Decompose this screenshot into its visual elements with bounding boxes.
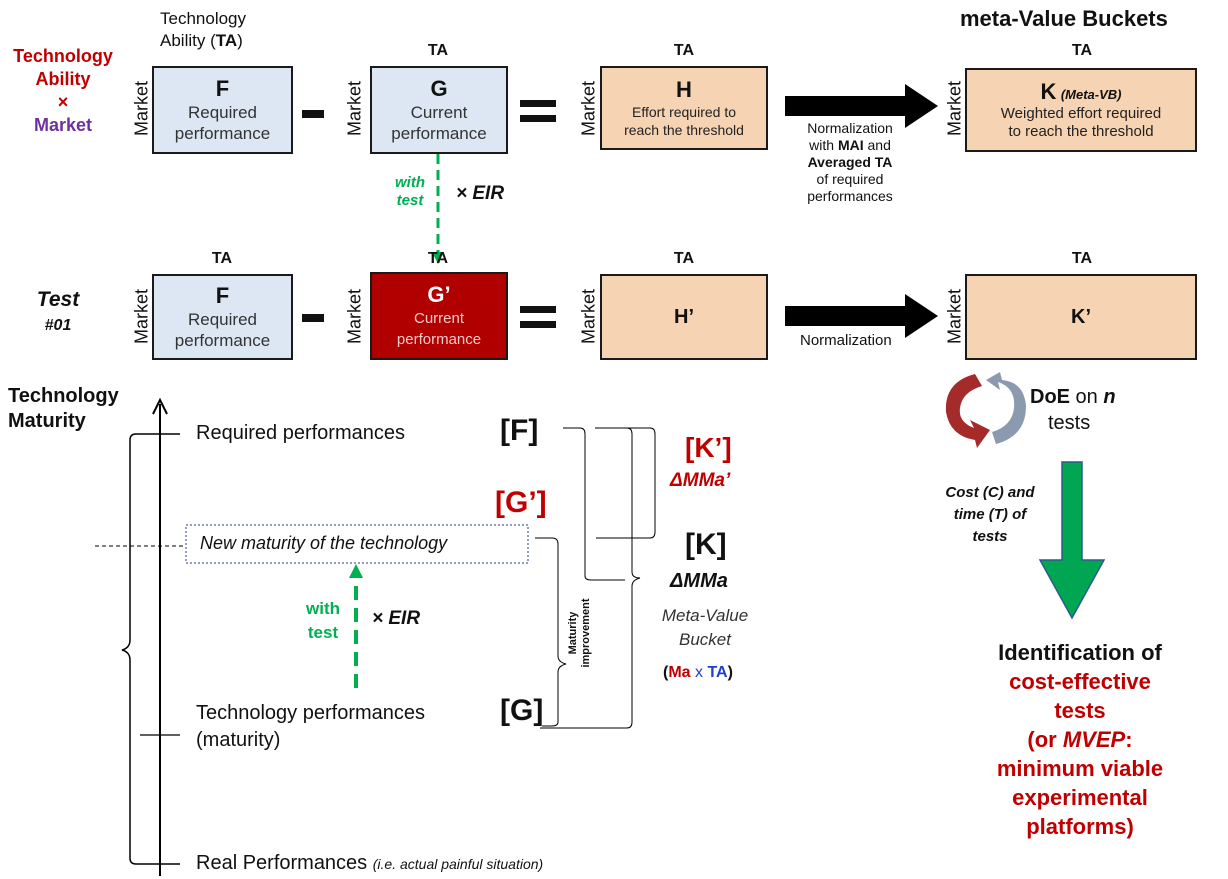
ta-caption-line2: Ability (TA) [160, 31, 243, 50]
norm-line4: of required [816, 171, 884, 187]
ta-label-g2: TA [427, 250, 449, 267]
box-f-letter: F [215, 76, 230, 101]
eir-bottom: × EIR [372, 608, 421, 629]
green-arrowhead-top [432, 252, 444, 264]
norm-line2: with MAI and [809, 137, 891, 153]
f-bracket-label: [F] [500, 414, 539, 447]
arrow-h2-to-k2 [785, 294, 938, 338]
ta-caption-line1: Technology [160, 9, 247, 28]
bucket-title: meta-Value Buckets [960, 6, 1168, 31]
box-h-letter: H [676, 77, 692, 102]
market-label-f2: Market [131, 289, 152, 345]
new-maturity-box [185, 524, 529, 564]
minus-sign [302, 110, 324, 118]
equals-sign-2 [520, 306, 556, 336]
box-k-text2: to reach the threshold [1008, 123, 1154, 140]
norm-line3: Averaged TA [807, 154, 893, 170]
label-times: × [57, 92, 69, 112]
label-ability: Ability [35, 69, 91, 89]
tech-performances: Technology performances (maturity) [196, 702, 426, 751]
box-g: G Current performance [370, 66, 508, 154]
box-f-text1: Required [188, 103, 257, 122]
new-maturity-label: New maturity of the technology [200, 533, 448, 553]
k-prime-label: [K’] [685, 432, 732, 463]
green-arrowhead-bottom [349, 564, 363, 578]
k-label: [K] [685, 528, 727, 561]
minus-sign-2 [302, 314, 324, 322]
norm-label-2: Normalization [800, 332, 892, 349]
box-f: F Required performance [152, 66, 293, 154]
box-g-text1: Current [410, 103, 468, 122]
g-prime-bracket-label: [G’] [495, 486, 547, 519]
ta-caption: Technology Ability (TA) [160, 8, 246, 52]
box-h2: H’ [600, 274, 768, 360]
ta-label-g: TA [427, 42, 449, 59]
market-label-g: Market [344, 81, 365, 137]
norm-line1: Normalization [807, 120, 893, 136]
ta-label-f2: TA [211, 250, 233, 267]
identification-label: Identification of cost-effective tests (… [996, 640, 1164, 839]
label-market: Market [33, 115, 93, 135]
box-f2: F Required performance [152, 274, 293, 360]
ta-label-k2: TA [1071, 250, 1093, 267]
market-label-h: Market [578, 81, 599, 137]
real-performances: Real Performances (i.e. actual painful s… [196, 852, 544, 874]
ta-label-h2: TA [673, 250, 695, 267]
box-h-text1: Effort required to [631, 104, 737, 120]
ma-ta-label: (Ma x TA) [663, 664, 733, 681]
big-green-arrow [1038, 461, 1106, 620]
box-f-text2: performance [174, 124, 271, 143]
label-technology: Technology [13, 46, 113, 66]
box-h-text2: reach the threshold [624, 122, 744, 138]
g-bracket-label: [G] [500, 694, 544, 727]
row2-left-label: Test #01 [36, 288, 80, 334]
box-g2: G’ Current performance [370, 272, 508, 360]
required-performances: Required performances [196, 422, 405, 444]
maturity-improvement-label: Maturity improvement [567, 598, 592, 668]
ta-label-k: TA [1071, 42, 1093, 59]
market-label-k: Market [944, 81, 965, 137]
dmma-label: ΔMMa [670, 570, 728, 592]
box-h: H Effort required to reach the threshold [600, 66, 768, 150]
box-g-text2: performance [391, 124, 487, 143]
box-k-title: K (Meta-VB) [1040, 79, 1122, 104]
norm-label: Normalization with MAI and Averaged TA o… [780, 120, 920, 205]
ta-label-h: TA [673, 42, 695, 59]
box-k-text1: Weighted effort required [1000, 105, 1162, 122]
axis-title: Technology Maturity [8, 385, 119, 432]
arrow-h-to-k [785, 84, 938, 128]
box-k2: K’ [965, 274, 1197, 360]
mvb-label: Meta-Value Bucket [661, 606, 749, 649]
market-label-f: Market [131, 81, 152, 137]
market-label-h2: Market [578, 289, 599, 345]
row1-left-label: Technology Ability × Market [0, 45, 126, 137]
cycle-red-arrow [945, 374, 990, 448]
left-brace [121, 433, 148, 865]
market-label-k2: Market [944, 289, 965, 345]
equals-sign [520, 100, 556, 130]
box-k: K (Meta-VB) Weighted effort required to … [965, 68, 1197, 152]
cycle-blue-arrow [986, 372, 1026, 444]
market-label-g2: Market [344, 289, 365, 345]
dmma-prime-label: ΔMMa’ [670, 470, 731, 491]
doe-label: DoE on n tests [1030, 386, 1116, 434]
cost-time-label: Cost (C) and time (T) of tests [945, 484, 1035, 545]
norm-line5: performances [807, 188, 893, 204]
box-g-letter: G [430, 76, 448, 101]
eir-top: × EIR [456, 183, 505, 204]
